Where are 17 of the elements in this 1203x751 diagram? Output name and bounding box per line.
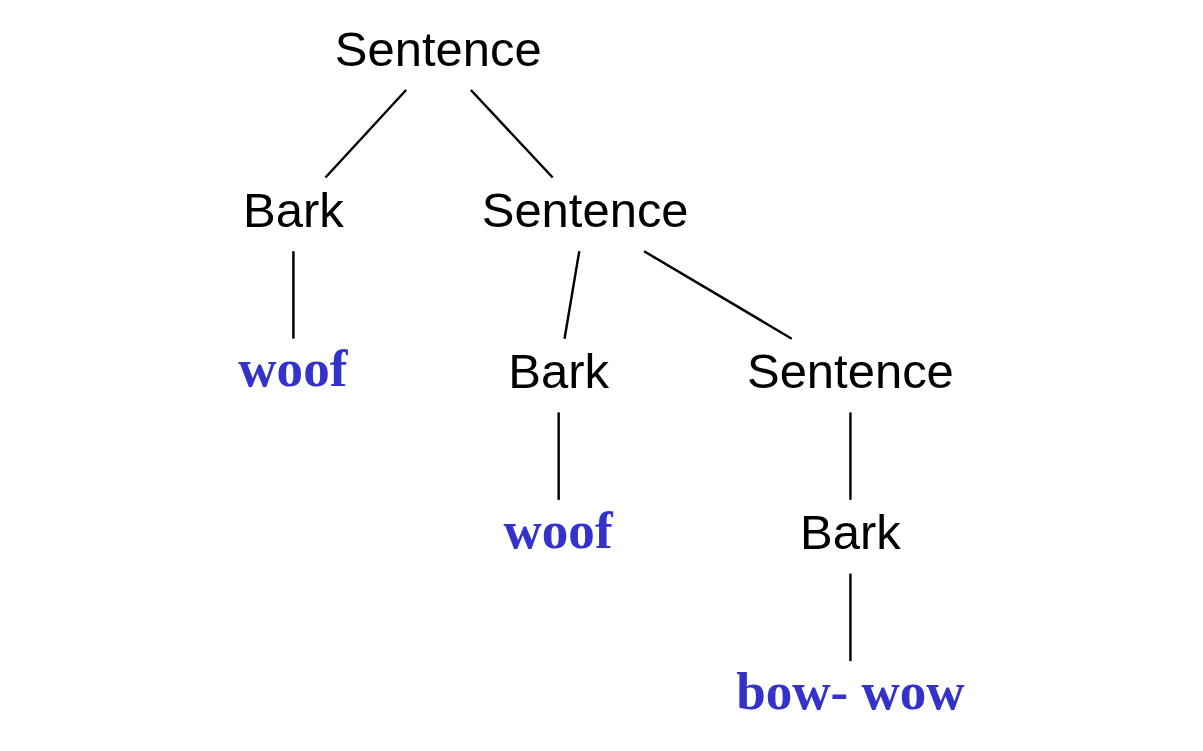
connector [563, 251, 581, 339]
node-text: woof [503, 500, 613, 559]
node-text: Bark [800, 505, 901, 560]
connector [643, 250, 793, 340]
node-text: Sentence [334, 21, 542, 76]
connector [849, 412, 852, 500]
connector [470, 89, 554, 179]
node-text: Sentence [746, 344, 954, 399]
connector [849, 573, 852, 662]
node-text: Bark [243, 182, 344, 237]
connector [292, 251, 295, 339]
connector [324, 89, 408, 179]
node-text: Sentence [481, 182, 689, 237]
node-text: bow- wow [736, 661, 965, 720]
node-text: Bark [508, 344, 609, 399]
connector [557, 412, 560, 500]
node-text: woof [238, 339, 348, 398]
